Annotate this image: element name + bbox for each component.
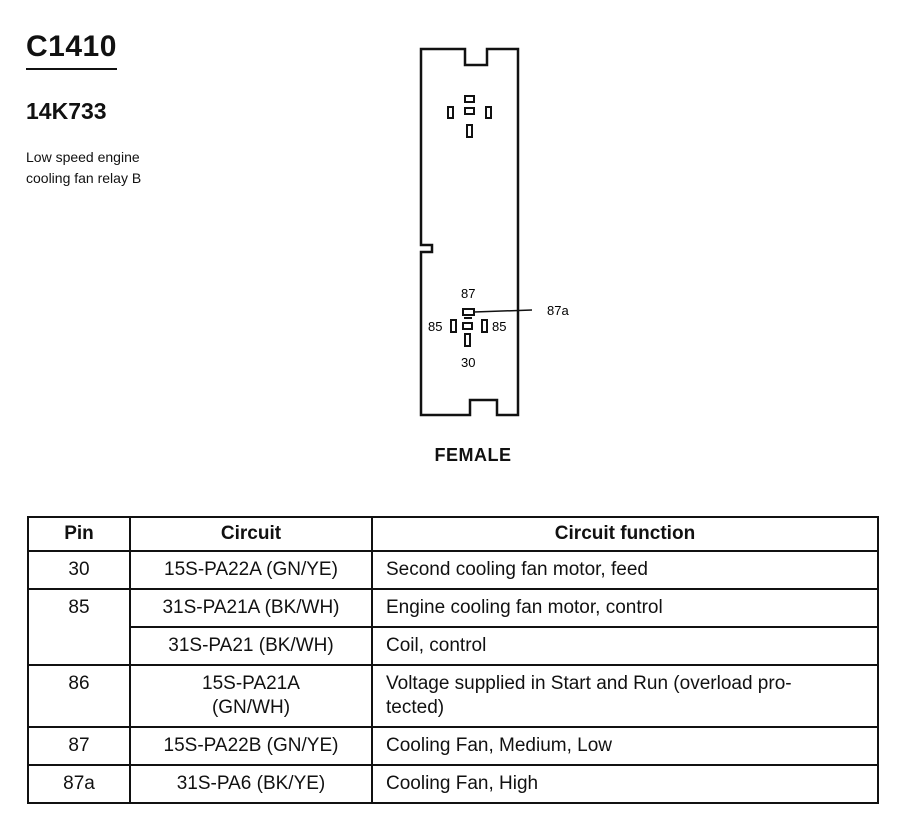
- function-cell: Engine cooling fan motor, control: [371, 588, 879, 628]
- component-description: Low speed engine cooling fan relay B: [26, 147, 226, 189]
- pin-cell: 85: [27, 588, 131, 666]
- function-line-2: tected): [386, 697, 445, 718]
- circuit-line-2: (GN/WH): [211, 697, 291, 718]
- function-cell: Cooling Fan, Medium, Low: [371, 726, 879, 766]
- connector-face-diagram: 87 87a 85 85 30: [400, 30, 620, 430]
- pin-label-87: 87: [461, 286, 475, 301]
- function-cell: Second cooling fan motor, feed: [371, 550, 879, 590]
- description-line-2: cooling fan relay B: [26, 170, 142, 186]
- table-row: 85 31S-PA21A (BK/WH) Engine cooling fan …: [27, 588, 879, 666]
- function-line-1: Voltage supplied in Start and Run (overl…: [386, 673, 792, 694]
- circuit-cell: 15S-PA22B (GN/YE): [129, 726, 373, 766]
- function-cell: Coil, control: [371, 626, 879, 666]
- circuit-cell: 31S-PA21A (BK/WH): [129, 588, 373, 628]
- table-row: 87 15S-PA22B (GN/YE) Cooling Fan, Medium…: [27, 726, 879, 766]
- circuit-line-1: 15S-PA21A: [202, 673, 300, 694]
- pin-cell: 86: [27, 664, 131, 728]
- header-pin: Pin: [27, 516, 131, 552]
- connector-id: C1410: [26, 30, 117, 70]
- function-cell: Voltage supplied in Start and Run (overl…: [371, 664, 879, 728]
- circuit-cell: 31S-PA21 (BK/WH): [129, 626, 373, 666]
- lower-terminal-cluster: [450, 308, 488, 347]
- pin-label-30: 30: [461, 355, 475, 370]
- table-header-row: Pin Circuit Circuit function: [27, 516, 879, 552]
- table-row: 87a 31S-PA6 (BK/YE) Cooling Fan, High: [27, 764, 879, 804]
- pin-label-85-left: 85: [428, 319, 442, 334]
- header-circuit: Circuit: [129, 516, 373, 552]
- table-row: 31S-PA21 (BK/WH) Coil, control: [28, 626, 879, 666]
- pin-label-85-right: 85: [492, 319, 506, 334]
- pin-table: Pin Circuit Circuit function 30 15S-PA22…: [27, 516, 879, 804]
- pin-label-87a: 87a: [547, 303, 569, 318]
- callout-line-87a: [473, 309, 533, 313]
- pin-cell: 87: [27, 726, 131, 766]
- circuit-cell: 31S-PA6 (BK/YE): [129, 764, 373, 804]
- table-row: 86 15S-PA21A (GN/WH) Voltage supplied in…: [27, 664, 879, 728]
- upper-terminal-cluster: [447, 95, 492, 138]
- table-row: 30 15S-PA22A (GN/YE) Second cooling fan …: [27, 550, 879, 590]
- circuit-cell: 15S-PA22A (GN/YE): [129, 550, 373, 590]
- pin-cell: 30: [27, 550, 131, 590]
- circuit-cell: 15S-PA21A (GN/WH): [129, 664, 373, 728]
- view-label: FEMALE: [434, 445, 512, 465]
- pin-cell: 87a: [27, 764, 131, 804]
- description-line-1: Low speed engine: [26, 149, 140, 165]
- part-number: 14K733: [26, 98, 107, 124]
- header-function: Circuit function: [371, 516, 879, 552]
- connector-housing: [419, 47, 520, 417]
- function-cell: Cooling Fan, High: [371, 764, 879, 804]
